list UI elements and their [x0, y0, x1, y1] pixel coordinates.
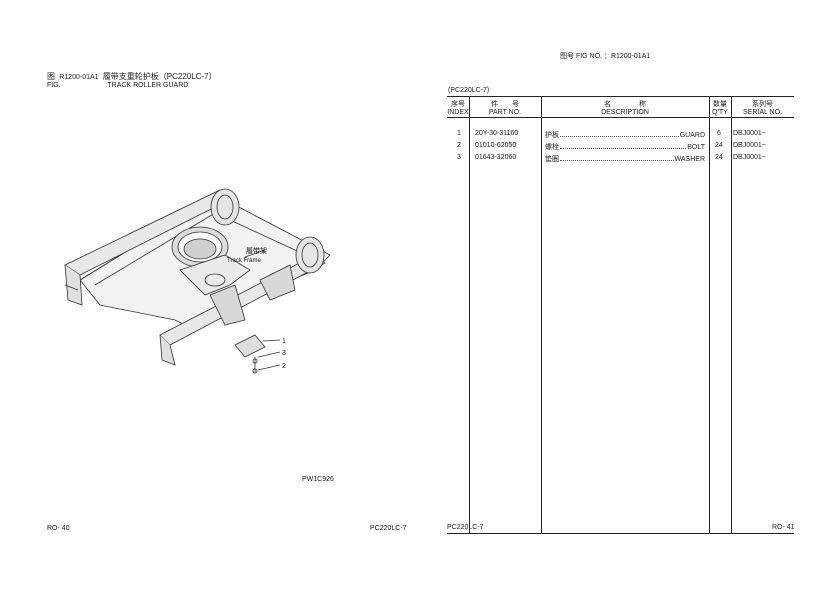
header-serial-zh: 系列号	[752, 101, 773, 108]
row-desc-zh: 护板	[545, 132, 559, 139]
fig-number-label: 图号 FIG NO. ：R1200-01A1	[560, 53, 651, 60]
picture-number: PW1C926	[302, 476, 334, 483]
row-serial: DBJ0001~	[733, 154, 766, 161]
frame-label-en: Track Frame	[227, 258, 261, 264]
row-description: 护板 GUARD	[545, 130, 705, 140]
row-index: 3	[457, 154, 461, 161]
row-qty: 24	[715, 154, 723, 161]
header-qty-zh: 数量	[713, 101, 727, 108]
title-zh: 履带支重轮护板（PC220LC-7）	[102, 72, 217, 81]
frame-label-zh: 履带架	[246, 247, 267, 255]
leader-dots	[560, 136, 679, 137]
header-description: 名 称 DESCRIPTION	[541, 99, 709, 116]
track-frame-illustration: 1 3 2 履带架 Track Frame	[64, 188, 331, 374]
row-qty: 6	[717, 130, 721, 137]
figure-title-english: FIG. TRACK ROLLER GUARD	[47, 82, 188, 89]
col-divider	[709, 96, 710, 533]
row-serial: DBJ0001~	[733, 130, 766, 137]
header-part-zh: 件 号	[491, 101, 519, 108]
leader-dots	[560, 148, 687, 149]
table-top-rule	[447, 96, 794, 97]
header-serial-en: SERIAL NO.	[742, 109, 783, 116]
row-part-no: 01010-62050	[475, 142, 517, 149]
row-description: 垫圈 WASHER	[545, 154, 705, 164]
header-index: 序号 INDEX	[447, 99, 469, 116]
row-index: 2	[457, 142, 461, 149]
parts-table: 序号 INDEX 件 号 PART NO. 名 称 DESCRIPTION 数量…	[447, 96, 794, 534]
header-desc-zh: 名 称	[604, 101, 646, 108]
figure-title-chinese: 图 R1200-01A1 履带支重轮护板（PC220LC-7）	[47, 71, 217, 82]
fig-label-zh: 图	[47, 72, 55, 81]
model-label: (PC220LC-7)	[448, 87, 490, 94]
row-desc-zh: 垫圈	[545, 156, 559, 163]
row-qty: 24	[715, 142, 723, 149]
row-part-no: 20Y-30-31160	[475, 130, 519, 137]
fig-label-en: FIG.	[47, 82, 61, 89]
col-divider	[469, 96, 470, 533]
row-index: 1	[457, 130, 461, 137]
footer-left-model: PC220LC-7	[370, 525, 407, 532]
header-desc-en: DESCRIPTION	[601, 109, 649, 116]
header-qty-en: Q'TY	[712, 109, 728, 116]
header-index-zh: 序号	[451, 101, 465, 108]
callout-3: 3	[282, 350, 286, 357]
footer-right-page-number: RO- 41	[772, 524, 795, 531]
table-header-rule	[447, 117, 794, 118]
header-part-no: 件 号 PART NO.	[469, 99, 541, 116]
leader-dots	[560, 160, 674, 161]
col-divider	[541, 96, 542, 533]
header-serial: 系列号 SERIAL NO.	[731, 99, 794, 116]
callout-2: 2	[282, 363, 286, 370]
row-part-no: 01643-32060	[475, 154, 517, 161]
footer-right-model: PC220LC-7	[447, 524, 484, 531]
row-description: 螺栓 BOLT	[545, 142, 705, 152]
title-en: TRACK ROLLER GUARD	[107, 82, 189, 89]
header-part-en: PART NO.	[488, 109, 522, 116]
header-qty: 数量 Q'TY	[709, 99, 731, 116]
row-desc-en: GUARD	[679, 132, 705, 139]
row-desc-en: WASHER	[674, 156, 705, 163]
row-serial: DBJ0001~	[733, 142, 766, 149]
fig-code: R1200-01A1	[59, 74, 99, 81]
row-desc-en: BOLT	[687, 144, 705, 151]
callout-1: 1	[282, 338, 286, 345]
row-desc-zh: 螺栓	[545, 144, 559, 151]
footer-left-page-number: RO- 40	[47, 525, 70, 532]
col-divider	[731, 96, 732, 533]
header-index-en: INDEX	[447, 109, 469, 116]
table-bottom-rule	[447, 533, 794, 534]
